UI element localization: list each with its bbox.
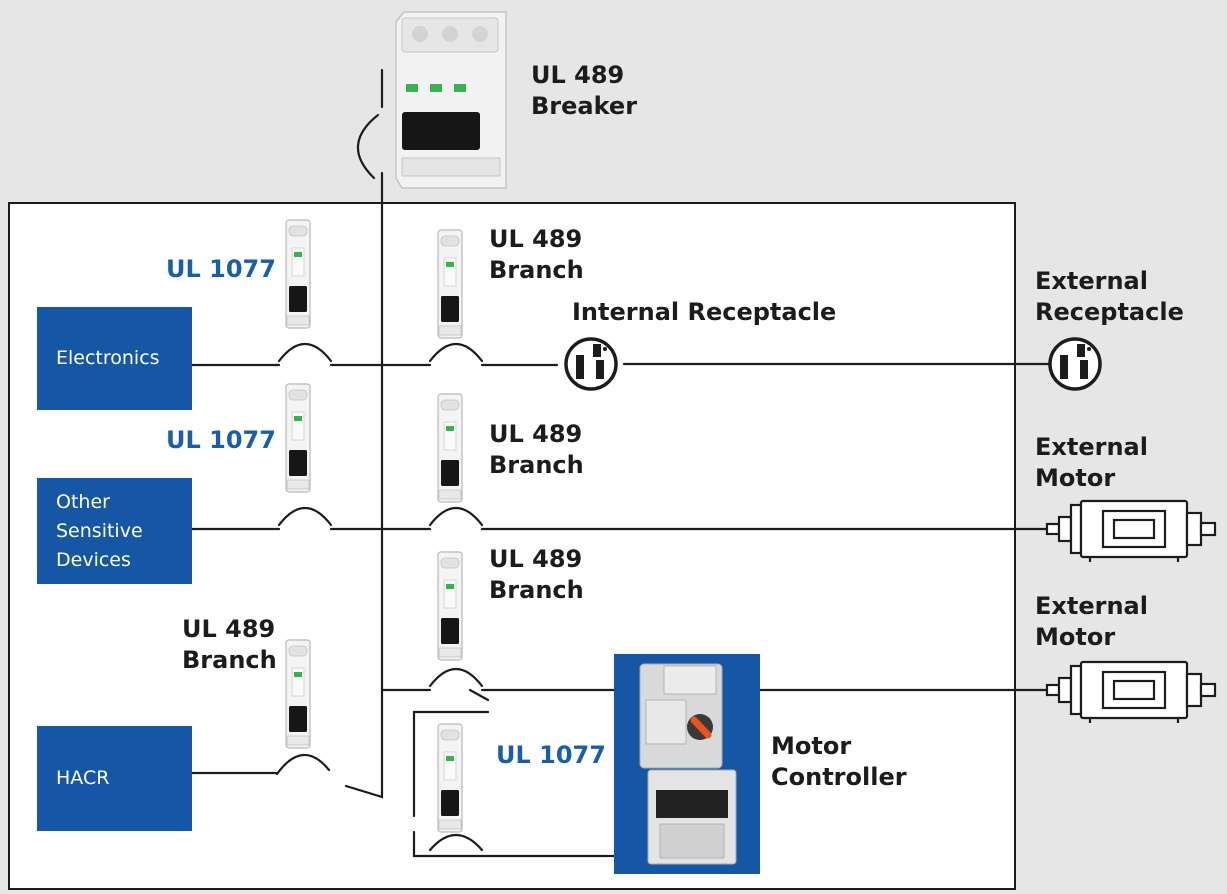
breaker-1pole-icon bbox=[285, 639, 311, 749]
motor-controller-feed bbox=[412, 710, 490, 818]
switch-arc-icon bbox=[428, 507, 484, 527]
ul1077-label-controller: UL 1077 bbox=[496, 741, 606, 769]
motor-icon bbox=[1045, 499, 1217, 562]
switch-arc-icon bbox=[277, 507, 333, 527]
ul1077-label-sensitive: UL 1077 bbox=[166, 426, 276, 454]
sensitive-devices-box-label: Other Sensitive Devices bbox=[37, 478, 192, 584]
motor-icon bbox=[1045, 660, 1217, 723]
breaker-1pole-icon bbox=[437, 393, 463, 503]
motor-controller-icon bbox=[614, 654, 760, 874]
breaker-1pole-icon bbox=[437, 229, 463, 339]
breaker-1pole-icon bbox=[437, 551, 463, 661]
breaker-1pole-icon bbox=[285, 383, 311, 493]
hacr-box-label: HACR bbox=[37, 726, 192, 831]
receptacle-icon bbox=[1048, 337, 1102, 391]
main-breaker-switch-arc bbox=[356, 113, 380, 180]
switch-arc-icon bbox=[275, 753, 331, 776]
breaker-1pole-icon bbox=[285, 219, 311, 329]
switch-arc-icon bbox=[428, 834, 484, 852]
switch-arc-icon bbox=[428, 668, 484, 688]
breaker-1pole-icon bbox=[437, 723, 463, 833]
switch-arc-icon bbox=[277, 343, 333, 363]
electronics-box-label: Electronics bbox=[37, 307, 192, 410]
switch-arc-icon bbox=[428, 343, 484, 363]
main-bus-wire bbox=[344, 171, 384, 799]
receptacle-icon bbox=[564, 337, 618, 391]
internal-receptacle-label: Internal Receptacle bbox=[572, 298, 837, 326]
ul1077-label-electronics: UL 1077 bbox=[166, 255, 276, 283]
breaker-3pole-icon bbox=[395, 11, 507, 189]
